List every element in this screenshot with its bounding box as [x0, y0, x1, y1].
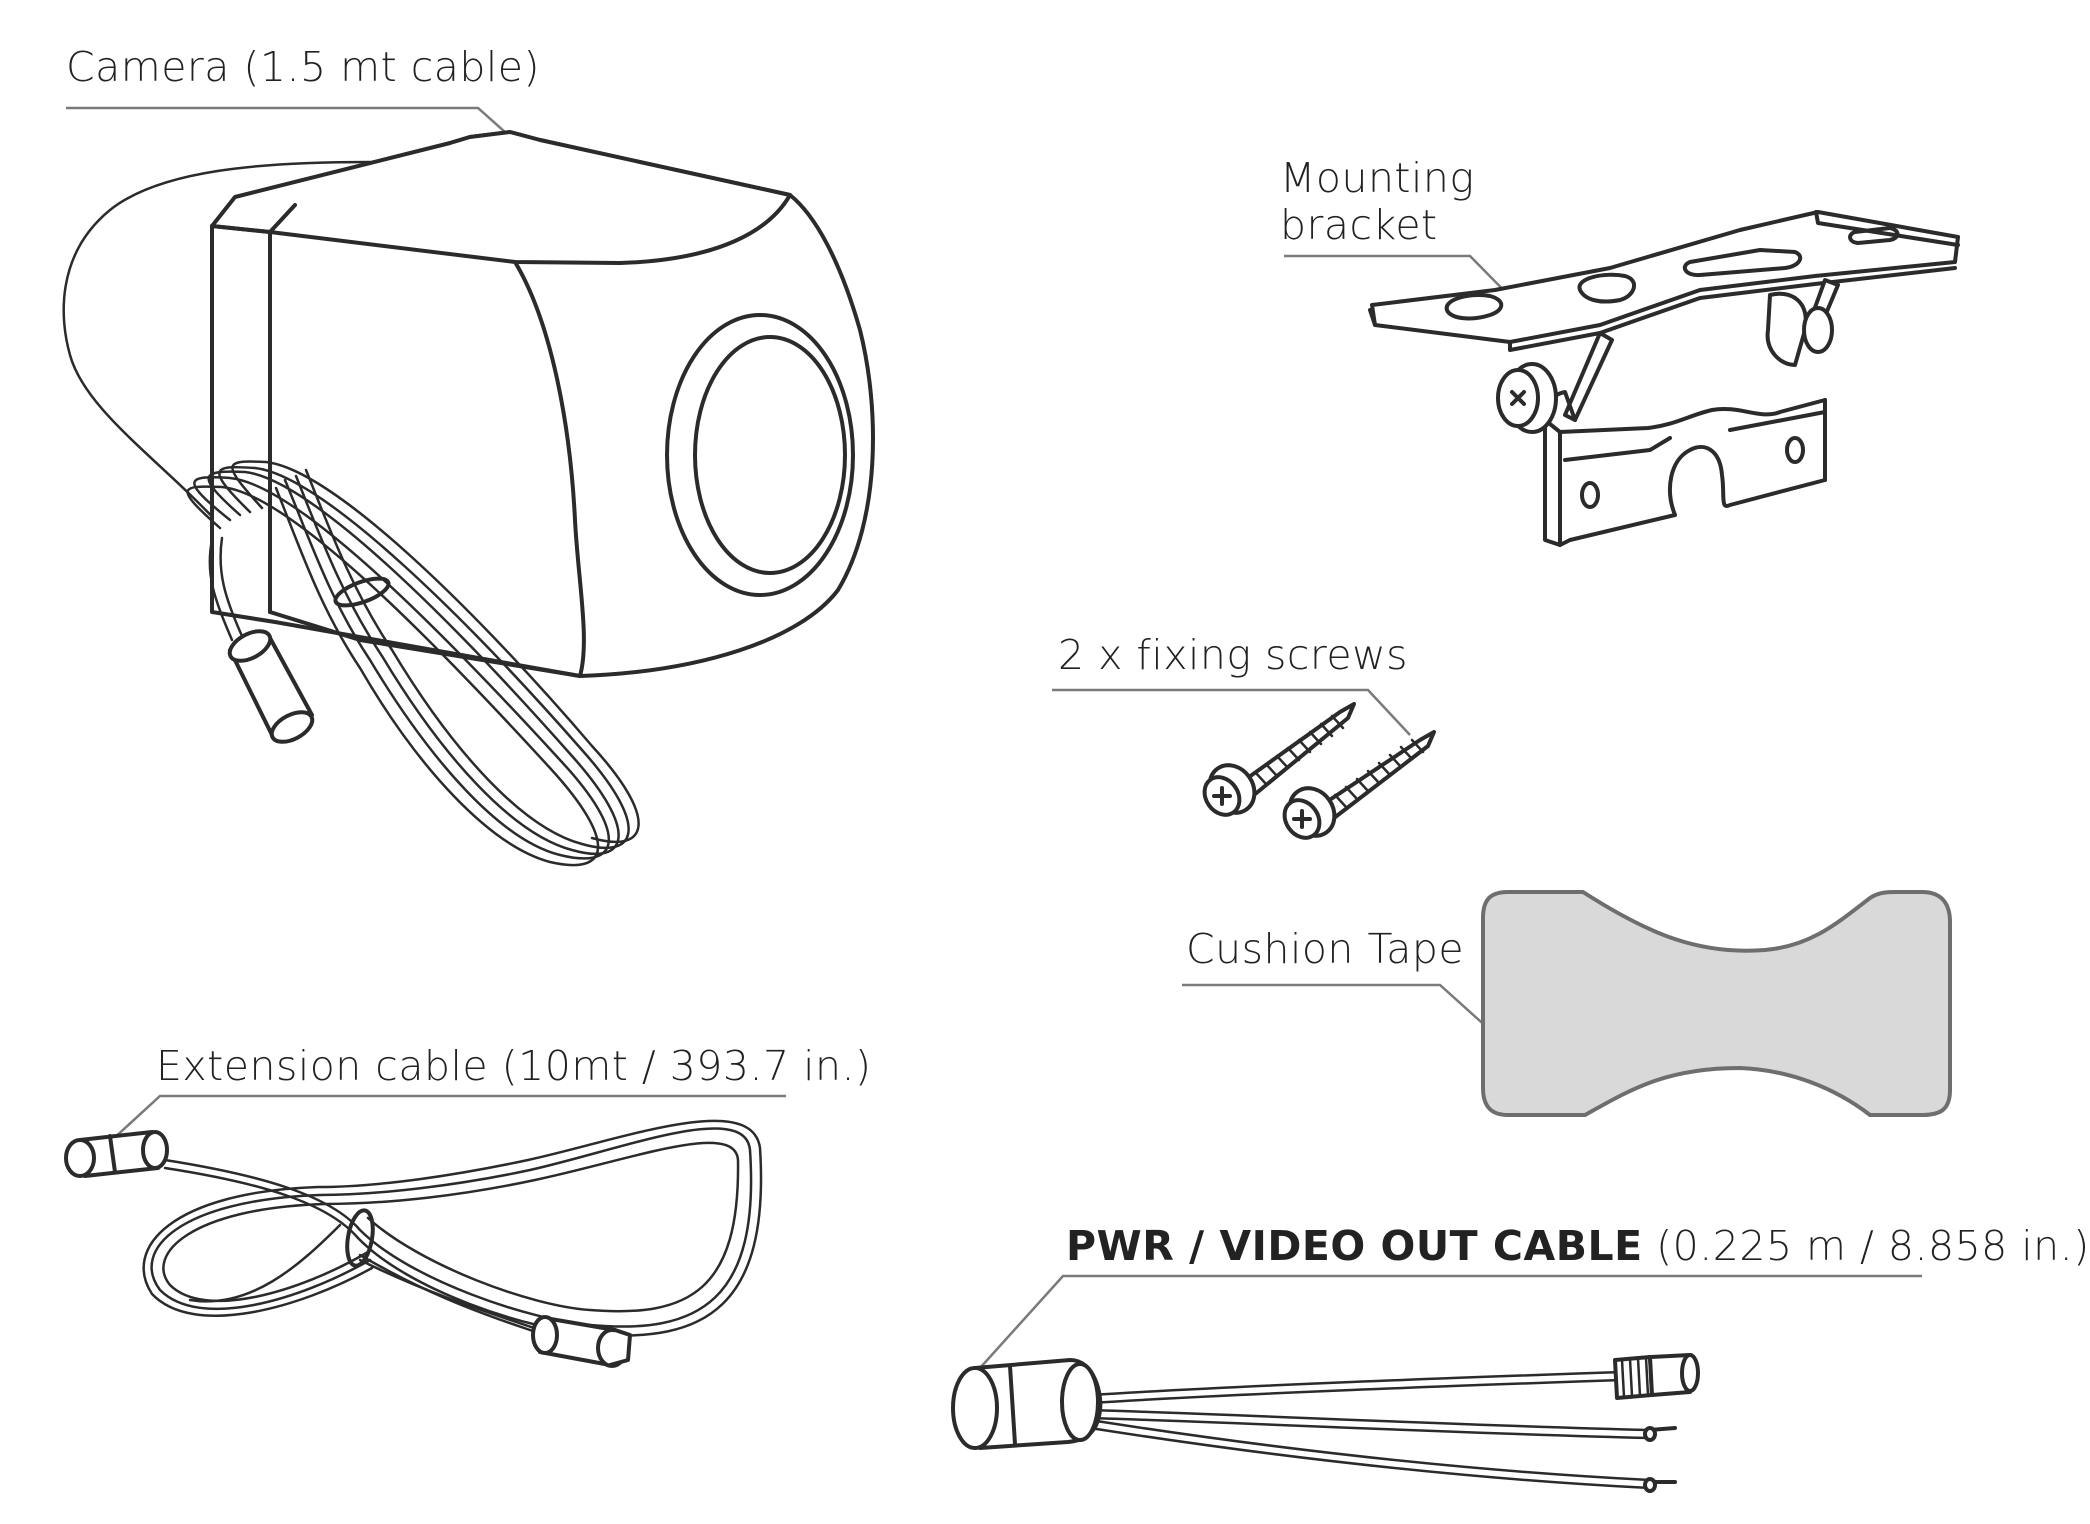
screw-2 [1282, 730, 1436, 840]
screw-1 [1202, 702, 1356, 817]
pwr-video-cable-drawing [951, 1353, 1700, 1493]
pwr-video-cable-label: PWR / VIDEO OUT CABLE (0.225 m / 8.858 i… [1066, 1222, 2090, 1270]
extension-cable-drawing [64, 1119, 763, 1368]
bracket-lower-u [1543, 398, 1827, 547]
screws-leader [1052, 688, 1411, 736]
pwr-video-cable-length: (0.225 m / 8.858 in.) [1642, 1222, 2090, 1270]
bracket-slot-right [1848, 226, 1900, 245]
pwr-rca-connector [1613, 1353, 1700, 1400]
bracket-hole-left [1580, 481, 1600, 509]
extension-leader [111, 1094, 786, 1141]
cushion-tape-label: Cushion Tape [1186, 925, 1465, 973]
bracket-slot-long [1682, 248, 1803, 278]
extension-cable-label: Extension cable (10mt / 393.7 in.) [156, 1042, 872, 1090]
bracket-slot-left [1444, 293, 1504, 321]
extension-plug-left [64, 1130, 169, 1178]
components-illustration [62, 106, 1960, 1493]
bracket-hole-right [1785, 436, 1805, 464]
pwr-cable-leader [979, 1274, 1922, 1369]
camera-label: Camera (1.5 mt cable) [66, 43, 541, 91]
pwr-connector-housing [951, 1358, 1103, 1450]
leader-lines [66, 106, 1922, 1369]
bracket-slot-center [1577, 272, 1636, 304]
pwr-wire-red [1088, 1408, 1652, 1432]
camera-top-face [210, 130, 792, 265]
pwr-video-cable-name: PWR / VIDEO OUT CABLE [1066, 1222, 1643, 1270]
camera-drawing [62, 130, 875, 867]
extension-cable-coil [142, 1119, 763, 1341]
camera-lens-outer [665, 313, 855, 597]
camera-cable-back [62, 160, 372, 527]
bracket-label: Mounting bracket [1280, 154, 1475, 250]
fixing-screws-drawing [1202, 702, 1436, 840]
screws-label: 2 x fixing screws [1058, 631, 1408, 679]
camera-leader [66, 106, 506, 133]
camera-plug [227, 629, 315, 744]
pwr-wire-black [1088, 1418, 1652, 1482]
tape-leader [1182, 983, 1491, 1031]
pwr-wire-video [1088, 1370, 1624, 1397]
cushion-tape-drawing [1481, 889, 1952, 1117]
camera-lens-inner [693, 335, 847, 575]
extension-plug-right [531, 1315, 632, 1368]
camera-cable-coil [186, 460, 640, 867]
mounting-bracket-drawing [1368, 210, 1960, 547]
bracket-bolt [1496, 362, 1558, 434]
camera-body [210, 130, 875, 678]
